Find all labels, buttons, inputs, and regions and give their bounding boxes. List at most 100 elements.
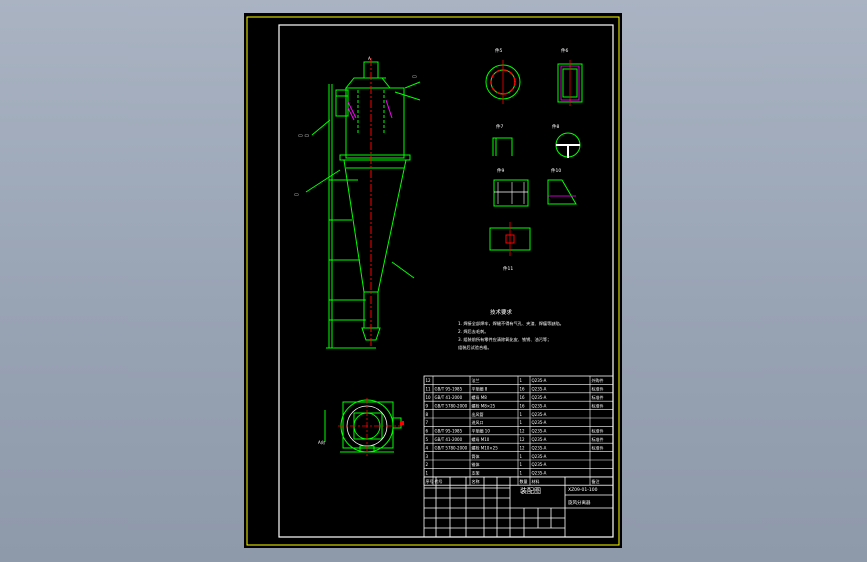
parts-cell: GB/T 5780-2000 xyxy=(435,445,468,450)
parts-cell: 锥体 xyxy=(472,461,480,467)
parts-cell: 外购件 xyxy=(592,377,604,383)
leader-line xyxy=(391,261,415,279)
parts-cell: 1 xyxy=(426,471,429,476)
detail-label: 件8 xyxy=(552,123,559,130)
parts-header-cell: 材料 xyxy=(532,478,540,484)
detail-labels: 件5 件6 件7 件8 件9 件10 件11 xyxy=(495,47,568,272)
parts-cell: 进风口 xyxy=(472,419,484,425)
detail-label: 件10 xyxy=(551,167,561,174)
detail-label: 件9 xyxy=(497,167,504,174)
parts-header-cell: 代号 xyxy=(435,478,443,484)
detail-label: 件6 xyxy=(561,47,568,54)
detail-channel xyxy=(492,137,513,156)
parts-cell: Q235-A xyxy=(532,445,547,450)
parts-cell: 标准件 xyxy=(592,394,604,400)
parts-cell: 16 xyxy=(520,395,526,400)
parts-cell: 支架 xyxy=(472,470,480,476)
detail-accents xyxy=(490,60,580,256)
parts-cell: Q235-A xyxy=(532,412,547,417)
parts-cell: 1 xyxy=(520,378,523,383)
parts-cell: 出风管 xyxy=(472,411,484,417)
plan-marker xyxy=(400,421,404,425)
parts-cell: Q235-A xyxy=(532,437,547,442)
leader-line xyxy=(311,119,331,136)
detail-label: 件11 xyxy=(503,265,513,272)
parts-cell: Q235-A xyxy=(532,420,547,425)
parts-cell: 2 xyxy=(426,462,429,467)
parts-header-cell: 数量 xyxy=(520,478,528,484)
parts-cell: 9 xyxy=(426,403,429,408)
parts-cell: 法兰 xyxy=(472,377,480,383)
parts-cell: 12 xyxy=(520,429,526,434)
parts-cell: Q235-A xyxy=(532,429,547,434)
parts-cell: Q235-A xyxy=(532,378,547,383)
parts-cell: 16 xyxy=(520,403,526,408)
dust-outlet-tip xyxy=(361,327,381,341)
parts-cell: 1 xyxy=(520,420,523,425)
outer-frame xyxy=(246,16,620,546)
notes-line: 3. 组装前所有零件应清除氧化皮、铁锈、油污等； xyxy=(458,336,551,343)
parts-cell: Q235-A xyxy=(532,395,547,400)
parts-cell: 1 xyxy=(520,454,523,459)
title-block xyxy=(423,476,614,538)
parts-cell: 标准件 xyxy=(592,428,604,434)
parts-cell: GB/T 41-2000 xyxy=(435,395,463,400)
parts-header-cell: 名称 xyxy=(472,478,480,484)
inlet-hatch xyxy=(347,99,393,121)
parts-cell: 11 xyxy=(426,387,432,392)
detail-label: 件7 xyxy=(496,123,503,130)
parts-cell: 7 xyxy=(426,420,429,425)
callout-tag: ▭ xyxy=(294,192,299,198)
parts-cell: 12 xyxy=(520,437,526,442)
parts-cell: 1 xyxy=(520,412,523,417)
leader-line xyxy=(394,91,421,101)
cylinder-body xyxy=(345,87,405,159)
parts-cell: 8 xyxy=(426,412,429,417)
parts-cell: 12 xyxy=(520,445,526,450)
parts-cell: GB/T 41-2000 xyxy=(435,437,463,442)
notes-heading: 技术要求 xyxy=(490,308,513,316)
parts-cell: 5 xyxy=(426,437,429,442)
callout-tag: ▭ ▭ xyxy=(298,133,309,139)
title-block-frame xyxy=(423,476,614,538)
parts-cell: 标准件 xyxy=(592,402,604,408)
notes-line: 组装后试验合格。 xyxy=(458,344,492,351)
detail-label: 件5 xyxy=(495,47,502,54)
parts-cell: GB/T 95-1985 xyxy=(435,387,463,392)
leader-line xyxy=(404,81,421,89)
notes-line: 1. 焊接全部焊牢，焊缝不得有气孔、夹渣、焊瘤等缺陷。 xyxy=(458,320,564,327)
product-name: 旋风分离器 xyxy=(568,499,591,506)
parts-cell: Q235-A xyxy=(532,454,547,459)
parts-cell: Q235-A xyxy=(532,471,547,476)
parts-cell: 标准件 xyxy=(592,436,604,442)
parts-cell: 16 xyxy=(520,387,526,392)
parts-cell: 螺栓 M10×25 xyxy=(472,444,499,450)
plan-label: A向 xyxy=(318,439,325,445)
drawing-number: XZ09-01-100 xyxy=(568,487,598,493)
parts-cell: 10 xyxy=(426,395,432,400)
parts-cell: 筒体 xyxy=(472,453,480,459)
detail-gusset xyxy=(547,179,577,205)
parts-cell: 3 xyxy=(426,454,429,459)
parts-cell: Q235-A xyxy=(532,387,547,392)
parts-cell: 4 xyxy=(426,445,429,450)
parts-cell: Q235-A xyxy=(532,462,547,467)
callout-tag: ▭ xyxy=(412,74,417,80)
parts-cell: 6 xyxy=(426,429,429,434)
parts-cell: 平垫圈 10 xyxy=(472,428,491,434)
parts-cell: 标准件 xyxy=(592,386,604,392)
parts-cell: GB/T 5780-2000 xyxy=(435,403,468,408)
cyclone-elevation-view xyxy=(305,61,421,349)
parts-cell: 12 xyxy=(426,378,432,383)
parts-cell: 螺栓 M8×25 xyxy=(472,402,496,408)
parts-cell: 平垫圈 8 xyxy=(472,386,488,392)
parts-cell: Q235-A xyxy=(532,403,547,408)
leader-line xyxy=(305,169,341,193)
drawing-title: 装配图 xyxy=(520,486,541,495)
parts-cell: 标准件 xyxy=(592,444,604,450)
hatch-line xyxy=(385,99,393,119)
parts-cell: 1 xyxy=(520,462,523,467)
